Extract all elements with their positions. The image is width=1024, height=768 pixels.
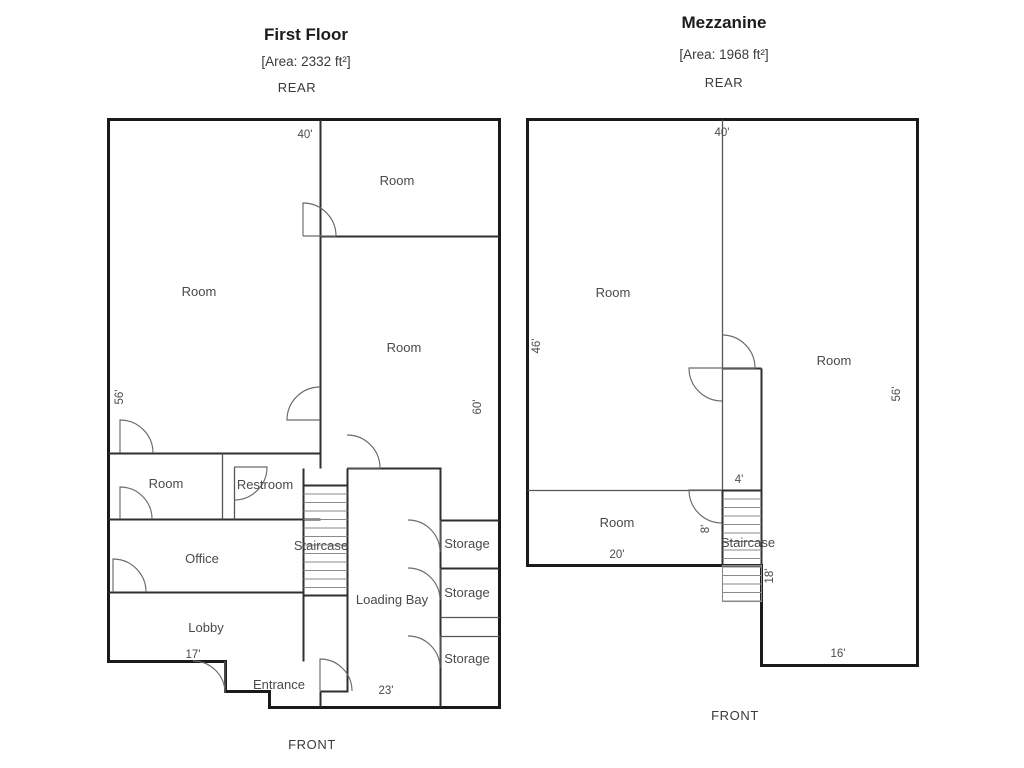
first-floor-room-labels: Room Room Room Room Restroom Office Lobb… bbox=[149, 173, 490, 692]
storage-label: Storage bbox=[444, 536, 490, 551]
loading-bay-label: Loading Bay bbox=[356, 592, 429, 607]
dimension-label: 60' bbox=[472, 400, 484, 415]
room-label: Room bbox=[380, 173, 415, 188]
first-floor-door-swings bbox=[112, 202, 441, 694]
dimension-label: 18' bbox=[764, 569, 776, 584]
first-floor-rear-label: REAR bbox=[278, 80, 317, 95]
mezzanine-staircase-steps bbox=[721, 489, 763, 603]
mezzanine-door-swings bbox=[688, 334, 756, 524]
dimension-label: 56' bbox=[114, 390, 126, 405]
dimension-label: 40' bbox=[715, 127, 730, 139]
office-label: Office bbox=[185, 551, 219, 566]
dimension-label: 4' bbox=[735, 474, 744, 486]
mezzanine-rear-label: REAR bbox=[705, 75, 744, 90]
mezzanine-front-label: FRONT bbox=[711, 708, 759, 723]
mezzanine-room-labels: Room Room Room Staircase bbox=[596, 285, 852, 550]
room-label: Room bbox=[600, 515, 635, 530]
dimension-label: 40' bbox=[298, 129, 313, 141]
room-label: Room bbox=[817, 353, 852, 368]
first-floor-staircase-steps bbox=[302, 484, 349, 597]
dimension-label: 17' bbox=[186, 649, 201, 661]
mezzanine-title: Mezzanine bbox=[681, 13, 766, 32]
dimension-label: 16' bbox=[831, 648, 846, 660]
room-label: Room bbox=[182, 284, 217, 299]
dimension-label: 46' bbox=[531, 339, 543, 354]
dimension-label: 20' bbox=[610, 549, 625, 561]
mezzanine-area: [Area: 1968 ft²] bbox=[679, 47, 768, 62]
storage-label: Storage bbox=[444, 585, 490, 600]
storage-label: Storage bbox=[444, 651, 490, 666]
mezzanine-dimensions: 40' 46' 56' 4' 8' 18' 20' 16' bbox=[531, 127, 903, 660]
room-label: Room bbox=[596, 285, 631, 300]
first-floor-front-label: FRONT bbox=[288, 737, 336, 752]
dimension-label: 56' bbox=[891, 387, 903, 402]
entrance-label: Entrance bbox=[253, 677, 305, 692]
room-label: Room bbox=[149, 476, 184, 491]
first-floor-area: [Area: 2332 ft²] bbox=[261, 54, 350, 69]
dimension-label: 23' bbox=[379, 685, 394, 697]
first-floor-exterior-wall bbox=[107, 118, 501, 709]
dimension-label: 8' bbox=[700, 525, 712, 534]
mezzanine-exterior-wall bbox=[526, 118, 919, 667]
lobby-label: Lobby bbox=[188, 620, 224, 635]
staircase-label: Staircase bbox=[294, 538, 348, 553]
room-label: Room bbox=[387, 340, 422, 355]
first-floor-title: First Floor bbox=[264, 25, 348, 44]
restroom-label: Restroom bbox=[237, 477, 293, 492]
first-floor-dimensions: 40' 56' 60' 17' 23' bbox=[114, 129, 484, 697]
staircase-label: Staircase bbox=[721, 535, 775, 550]
